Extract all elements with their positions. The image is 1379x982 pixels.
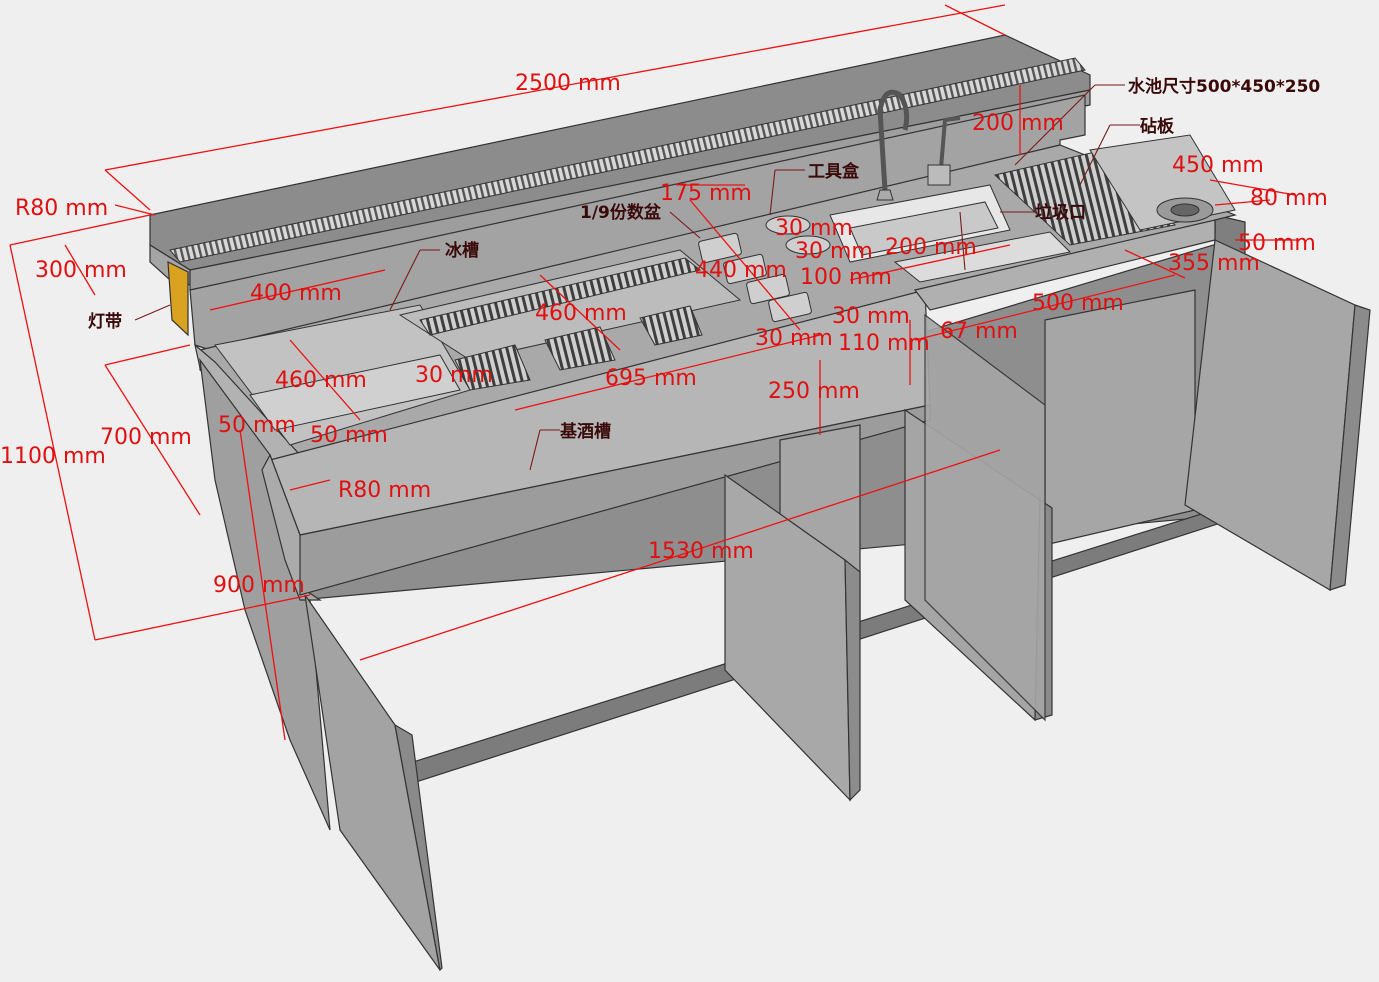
faucet: [877, 89, 910, 191]
dim-divider-gap: 30 mm: [755, 326, 833, 351]
dim-body-height: 900 mm: [213, 573, 305, 598]
label-sink-size: 水池尺寸500*450*250: [1128, 76, 1320, 97]
dim-board-edge: 80 mm: [1250, 186, 1328, 211]
dim-box-length: 440 mm: [695, 258, 787, 283]
round-drain-inner: [1170, 203, 1200, 217]
cabinet-door-5: [1184, 239, 1356, 591]
top-details: [169, 57, 1236, 446]
top-slab-rim: [189, 89, 1091, 291]
dim-top-depth: 300 mm: [35, 258, 127, 283]
dim-total-length: 2500 mm: [515, 71, 621, 96]
dim-sink-depth-step: 110 mm: [838, 331, 930, 356]
top-drip-grate: [169, 57, 1086, 263]
dim-tool-depth: 100 mm: [800, 265, 892, 290]
dim-ice-box-width: 400 mm: [250, 281, 342, 306]
dim-rail-length: 695 mm: [605, 366, 697, 391]
speed-rail-grate-4: [639, 305, 703, 346]
dim-counter-depth: 700 mm: [100, 425, 192, 450]
dim-board-width: 450 mm: [1172, 153, 1264, 178]
cabinet-door-2-edge: [844, 558, 861, 802]
cabinet-door-1-edge: [394, 723, 443, 972]
tool-box-hole-1: [765, 215, 811, 235]
dim-drain-drop: 200 mm: [972, 111, 1064, 136]
water-tap-body: [927, 164, 951, 186]
leader-lines: [134, 84, 1140, 471]
dim-box-width: 175 mm: [660, 181, 752, 206]
ninth-pan-set: [698, 232, 812, 323]
label-cutting-board: 砧板: [1140, 116, 1175, 137]
dim-rail-gap: 30 mm: [415, 363, 493, 388]
dim-board-depth: 355 mm: [1168, 251, 1260, 276]
dim-ice-box-depth: 460 mm: [275, 368, 367, 393]
label-light-strip: 灯带: [88, 311, 122, 332]
cutting-board: [993, 151, 1177, 246]
label-ice-bin: 冰槽: [445, 240, 479, 261]
dim-sink-edge: 67 mm: [940, 319, 1018, 344]
label-trash-opening: 垃圾口: [1035, 202, 1086, 223]
label-ninth-pan: 1/9份数盆: [580, 202, 662, 223]
dim-tool-gap-a: 30 mm: [775, 216, 853, 241]
dim-sink-spacing: 200 mm: [885, 235, 977, 260]
dimension-labels: 2500 mm R80 mm 300 mm 1100 mm 700 mm 900…: [0, 71, 1328, 598]
ice-bin-inner: [249, 354, 461, 431]
dimension-lines: [9, 4, 1300, 741]
tool-box-hole-2: [785, 235, 831, 255]
dim-total-height: 1100 mm: [0, 444, 106, 469]
dim-top-radius: R80 mm: [15, 196, 108, 221]
speed-rail-grate-1: [419, 257, 702, 336]
water-tap: [938, 116, 961, 181]
dim-ice-edge-b: 50 mm: [310, 423, 388, 448]
dim-cabinet-width: 1530 mm: [648, 539, 754, 564]
dim-side-radius: R80 mm: [338, 478, 431, 503]
callout-labels: 水池尺寸500*450*250 砧板 工具盒 1/9份数盆 冰槽 垃圾口 灯带 …: [88, 76, 1320, 442]
faucet-base: [876, 189, 894, 201]
dim-board-rim: 50 mm: [1238, 231, 1316, 256]
divider-panel-2: [1044, 289, 1196, 546]
label-tool-box: 工具盒: [808, 161, 860, 182]
trash-opening: [893, 231, 1072, 283]
speed-rail-grate-2: [454, 344, 531, 391]
cabinet-door-5-edge: [1329, 304, 1371, 591]
dim-rail-depth: 460 mm: [535, 301, 627, 326]
speed-rail-grate-3: [544, 326, 616, 371]
dim-ice-edge-a: 50 mm: [218, 413, 296, 438]
dim-sink-front: 250 mm: [768, 379, 860, 404]
label-well: 基酒槽: [559, 421, 611, 442]
dim-sink-offset: 30 mm: [832, 304, 910, 329]
cabinet-door-4: [924, 313, 1046, 722]
dim-sink-width: 500 mm: [1032, 291, 1124, 316]
dim-tool-gap-b: 30 mm: [795, 239, 873, 264]
light-strip: [167, 260, 189, 337]
sink-inner: [849, 201, 999, 256]
